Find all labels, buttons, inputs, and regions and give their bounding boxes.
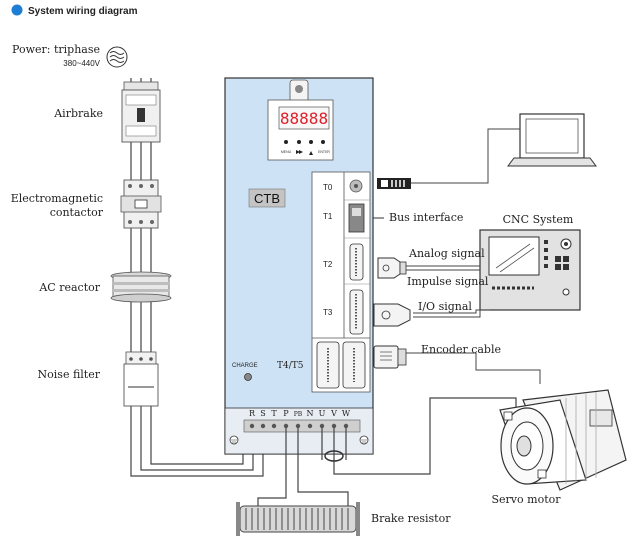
up-key-dot[interactable] bbox=[309, 140, 313, 144]
charge-label: CHARGE bbox=[232, 363, 258, 369]
computer-icon bbox=[507, 113, 597, 167]
header-bullet-icon bbox=[11, 4, 23, 16]
contactor-label-line1: Electromagnetic bbox=[11, 192, 103, 205]
impulse-signal-label: Impulse signal bbox=[407, 275, 489, 288]
brake-resistor-label: Brake resistor bbox=[371, 512, 451, 525]
analog-connector-icon bbox=[377, 257, 407, 279]
led-display: 88888 bbox=[280, 109, 328, 128]
reactor-label: AC reactor bbox=[38, 281, 100, 294]
analog-signal-label: Analog signal bbox=[408, 247, 485, 260]
port-t4-connector[interactable] bbox=[316, 341, 340, 389]
encoder-connector-icon bbox=[373, 345, 407, 369]
terminal-p: P bbox=[283, 409, 289, 418]
cnc-unit bbox=[479, 229, 581, 311]
up-arrow-icon bbox=[309, 151, 313, 155]
bus-interface-label: Bus interface bbox=[389, 211, 463, 224]
signal-cables bbox=[405, 265, 541, 384]
ac-reactor-component bbox=[110, 271, 172, 303]
io-signal-label: I/O signal bbox=[418, 300, 472, 313]
terminal-pb: PB bbox=[294, 411, 303, 418]
port-t4t5-label: T4/T5 bbox=[277, 361, 304, 371]
port-t2-connector[interactable] bbox=[349, 243, 364, 281]
terminal-r: R bbox=[249, 409, 256, 418]
port-t1-label: T1 bbox=[323, 212, 333, 221]
port-t0-label: T0 bbox=[323, 183, 333, 192]
ac-source-icon bbox=[106, 46, 128, 68]
port-t3-label: T3 bbox=[323, 308, 333, 317]
shift-key-dot[interactable] bbox=[297, 140, 301, 144]
io-connector-icon bbox=[373, 303, 411, 327]
enter-key-dot[interactable] bbox=[321, 140, 325, 144]
terminal-t: T bbox=[271, 409, 277, 418]
port-t5-connector[interactable] bbox=[342, 341, 366, 389]
terminal-u: U bbox=[319, 409, 326, 418]
filter-label: Noise filter bbox=[38, 368, 101, 381]
terminal-s: S bbox=[260, 409, 265, 418]
servo-motor-icon bbox=[499, 389, 627, 491]
shift-arrow-icon bbox=[296, 150, 303, 154]
contactor-label-line2: contactor bbox=[50, 206, 104, 219]
terminal-labels: R S T P PB N U V W bbox=[249, 409, 351, 418]
brake-resistor-wiring bbox=[257, 428, 349, 506]
terminal-screws bbox=[249, 423, 349, 429]
motor-power-cable bbox=[321, 397, 517, 475]
brand-label: CTB bbox=[254, 191, 280, 206]
brake-resistor-component bbox=[236, 502, 360, 536]
port-t2-label: T2 bbox=[323, 260, 333, 269]
terminal-v: V bbox=[330, 409, 337, 418]
noise-filter-component bbox=[123, 351, 159, 407]
pc-plug-icon bbox=[377, 178, 411, 189]
encoder-cable-label: Encoder cable bbox=[421, 343, 501, 356]
menu-key-label: MENU bbox=[281, 150, 292, 154]
servo-drive: 88888 MENU ENTER CTB T0 T1 T2 T3 T4/T5 bbox=[224, 77, 374, 455]
power-label: Power: triphase bbox=[12, 43, 100, 56]
ferrite-ring-icon bbox=[324, 450, 344, 462]
brand-badge bbox=[248, 188, 286, 208]
enter-key-label: ENTER bbox=[318, 150, 330, 154]
charge-lamp-icon bbox=[244, 373, 252, 381]
terminal-w: W bbox=[342, 409, 351, 418]
contactor-component bbox=[120, 179, 162, 229]
cnc-label: CNC System bbox=[503, 213, 574, 226]
page-title: System wiring diagram bbox=[28, 6, 138, 17]
menu-key-dot[interactable] bbox=[284, 140, 288, 144]
pc-cable bbox=[410, 128, 520, 184]
terminal-n: N bbox=[307, 409, 314, 418]
airbrake-label: Airbrake bbox=[53, 107, 103, 120]
servo-motor-label: Servo motor bbox=[492, 493, 562, 506]
airbrake-component bbox=[121, 81, 161, 143]
bus-bracket-icon bbox=[372, 212, 384, 224]
power-voltage: 380~440V bbox=[63, 59, 100, 68]
